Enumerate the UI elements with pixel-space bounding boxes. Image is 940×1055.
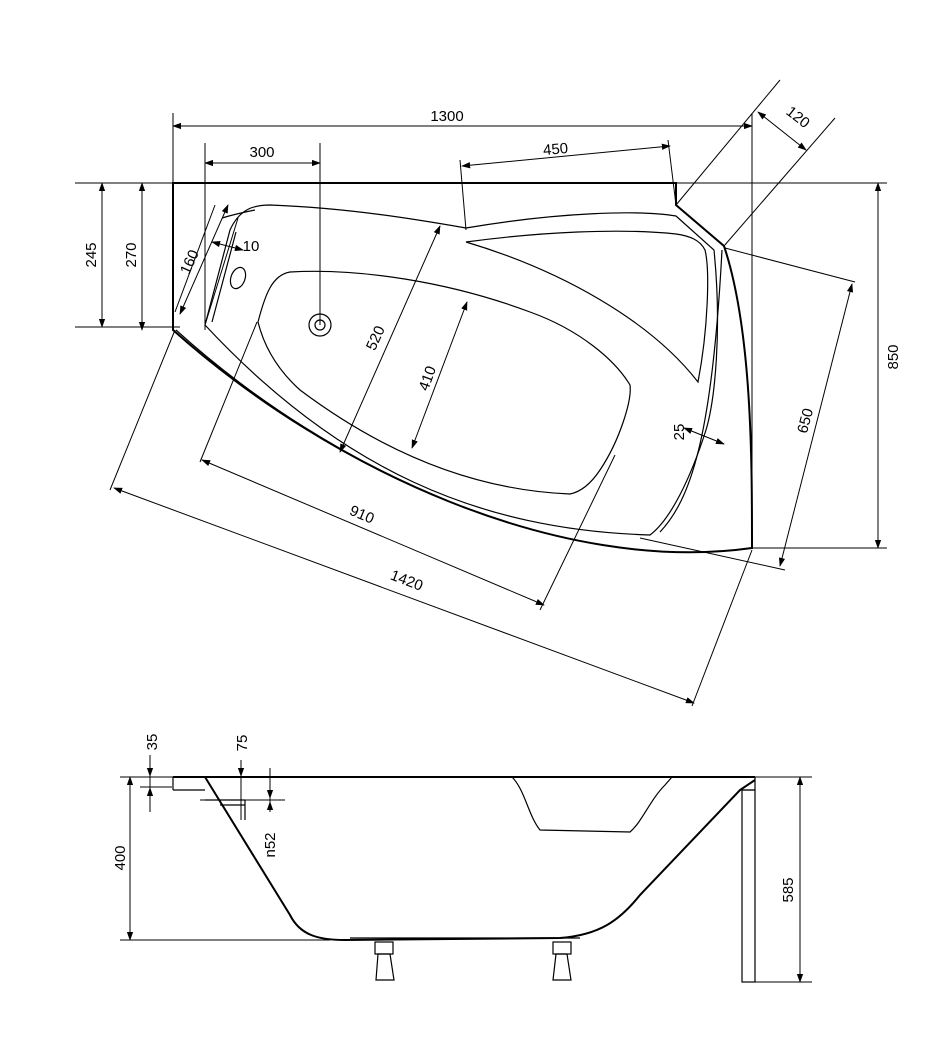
side-extension-lines xyxy=(120,755,812,983)
rim-inner-edge xyxy=(204,204,723,536)
dim-245: 245 xyxy=(83,242,100,267)
support-panel xyxy=(741,789,756,983)
overflow-fitting xyxy=(205,799,246,820)
side-shell xyxy=(204,776,756,942)
dim-650: 650 xyxy=(794,407,817,436)
foot-right-icon xyxy=(552,941,572,981)
dim-35: 35 xyxy=(144,734,161,751)
plan-dimension-labels: 1300 300 450 120 245 270 850 160 10 520 … xyxy=(83,103,902,595)
side-rim xyxy=(172,776,756,791)
plan-view: 1300 300 450 120 245 270 850 160 10 520 … xyxy=(75,79,902,707)
dim-160: 160 xyxy=(177,247,203,277)
dim-270: 270 xyxy=(123,242,140,267)
dim-10: 10 xyxy=(243,238,260,255)
plan-dimension-lines xyxy=(98,111,882,704)
foot-left-icon xyxy=(374,941,395,981)
dim-585: 585 xyxy=(780,877,797,902)
dim-1420: 1420 xyxy=(388,567,425,595)
dim-450: 450 xyxy=(542,140,568,159)
side-dimension-labels: 35 75 n52 400 585 xyxy=(112,734,797,903)
overflow-icon xyxy=(229,266,247,290)
side-dimension-lines xyxy=(126,760,804,983)
dim-1300: 1300 xyxy=(430,108,463,125)
side-seat xyxy=(511,776,673,833)
drain-icon xyxy=(308,313,332,337)
dim-400: 400 xyxy=(112,845,129,870)
tub-outline xyxy=(172,182,754,554)
drain-inner-icon xyxy=(314,319,326,331)
dim-120: 120 xyxy=(783,103,813,132)
dim-25: 25 xyxy=(671,424,688,441)
dim-850: 850 xyxy=(885,344,902,369)
side-view: 35 75 n52 400 585 xyxy=(112,734,812,983)
dim-520: 520 xyxy=(363,323,389,353)
basin xyxy=(257,270,631,495)
dim-300: 300 xyxy=(249,144,274,161)
dim-n52: n52 xyxy=(262,832,279,857)
extension-lines xyxy=(75,79,887,707)
seat-area xyxy=(465,230,709,384)
dim-410: 410 xyxy=(416,364,441,393)
dim-75: 75 xyxy=(234,735,251,752)
